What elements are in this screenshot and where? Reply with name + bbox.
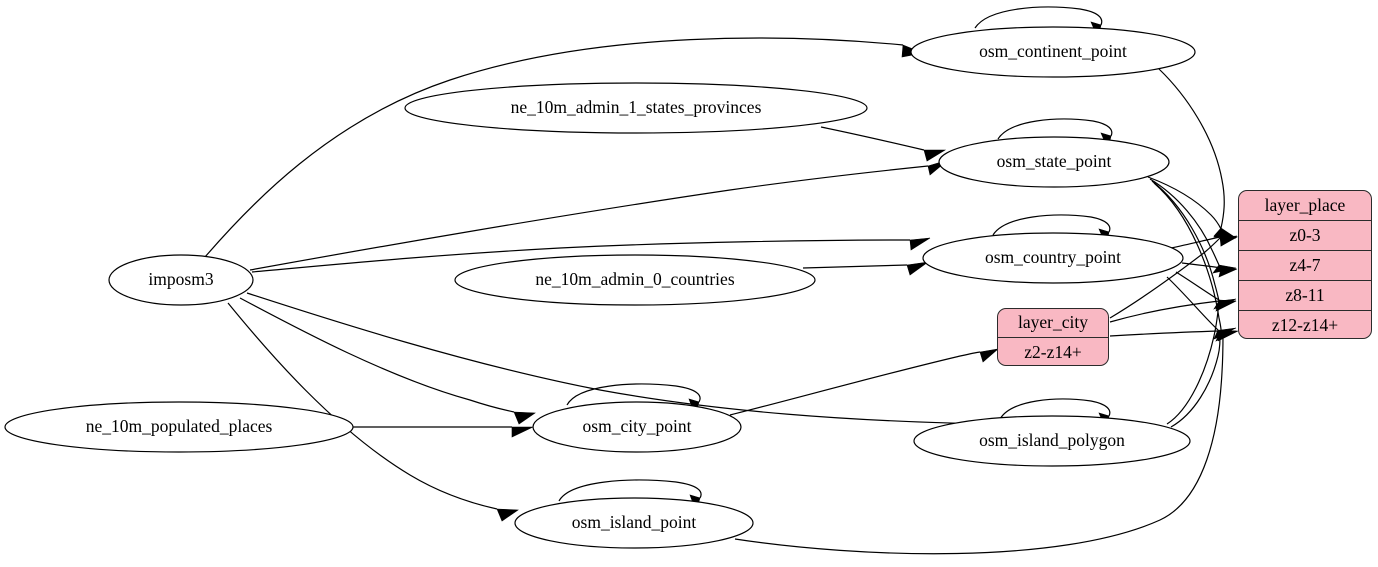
edge-ne-states-to-osm-state-point (820, 126, 925, 151)
node-osm-island-point[interactable]: osm_island_point (514, 497, 754, 549)
osm-continent-point-label: osm_continent_point (979, 41, 1127, 61)
record-node-layer-city[interactable]: layer_city z2-z14+ (997, 308, 1109, 366)
osm-city-point-label: osm_city_point (583, 416, 692, 436)
ne-populated-label: ne_10m_populated_places (86, 416, 273, 436)
arrowhead (1220, 235, 1238, 247)
edge-self-loop-osm-island-polygon (999, 398, 1111, 420)
edge-imposm3-to-osm-state-point (249, 165, 929, 271)
edge-osm-continent-point-to-layer-place-z0-3 (1158, 68, 1225, 229)
osm-island-polygon-label: osm_island_polygon (979, 430, 1125, 450)
edge-layer-city-to-layer-place-z8-11 (1109, 300, 1220, 323)
edge-layer (204, 6, 1239, 555)
node-ne-10m-admin-0-countries[interactable]: ne_10m_admin_0_countries (454, 254, 816, 306)
arrowhead (513, 411, 536, 425)
node-osm-city-point[interactable]: osm_city_point (532, 401, 742, 453)
arrowhead (1217, 330, 1239, 342)
layer-place-row-z0-3[interactable]: z0-3 (1239, 221, 1371, 251)
edge-layer-city-to-layer-place-z12-z14 (1109, 330, 1220, 337)
edge-imposm3-to-osm-country-point (251, 239, 911, 273)
edge-osm-city-point-to-layer-city (729, 351, 981, 416)
edge-self-loop-osm-country-point (992, 214, 1111, 236)
arrowhead (923, 149, 947, 162)
node-osm-state-point[interactable]: osm_state_point (938, 136, 1170, 188)
arrowhead (906, 261, 929, 276)
arrowhead (909, 237, 931, 251)
edge-layer-city-to-layer-place-z0-3 (1109, 236, 1222, 319)
edge-osm-country-point-to-layer-place-z4-7 (1181, 262, 1222, 269)
osm-continent-point-ellipse[interactable] (910, 26, 1196, 78)
imposm3-label: imposm3 (148, 269, 213, 289)
layer-place-row-z8-11[interactable]: z8-11 (1239, 281, 1371, 311)
arrowhead (1218, 267, 1238, 278)
ne-populated-ellipse[interactable] (4, 401, 354, 453)
imposm3-ellipse[interactable] (108, 254, 254, 306)
node-ne-10m-populated-places[interactable]: ne_10m_populated_places (4, 401, 354, 453)
edge-imposm3-to-osm-island-polygon (246, 292, 986, 425)
edge-self-loop-osm-island-point (558, 479, 702, 502)
ne-states-label: ne_10m_admin_1_states_provinces (511, 97, 762, 117)
edge-self-loop-osm-continent-point (974, 6, 1103, 29)
node-osm-country-point[interactable]: osm_country_point (922, 232, 1184, 284)
ne-countries-ellipse[interactable] (454, 254, 816, 306)
ne-countries-label: ne_10m_admin_0_countries (535, 269, 734, 289)
edge-imposm3-to-osm-continent-point (204, 37, 904, 258)
arrowhead (1215, 300, 1237, 312)
edge-self-loop-osm-city-point (566, 383, 701, 406)
edge-imposm3-to-osm-city-point (239, 297, 515, 413)
arrowhead (511, 426, 534, 438)
arrowhead (979, 348, 1000, 363)
record-node-layer-place[interactable]: layer_place z0-3 z4-7 z8-11 z12-z14+ (1238, 190, 1372, 339)
node-ne-10m-admin-1-states-provinces[interactable]: ne_10m_admin_1_states_provinces (404, 82, 868, 134)
layer-place-title: layer_place (1239, 191, 1371, 221)
arrowhead (496, 508, 519, 522)
edge-self-loop-osm-state-point (997, 118, 1113, 140)
edge-osm-state-point-to-layer-place-z0-3 (1147, 176, 1222, 230)
osm-country-point-label: osm_country_point (985, 247, 1121, 267)
edge-osm-state-point-to-layer-place-z8-11 (1151, 180, 1220, 302)
edge-imposm3-to-osm-island-point (227, 302, 498, 510)
osm-state-point-label: osm_state_point (997, 151, 1112, 171)
node-osm-island-polygon[interactable]: osm_island_polygon (913, 415, 1191, 467)
edge-ne-countries-to-osm-country-point (802, 264, 908, 269)
edge-osm-country-point-to-layer-place-z8-11 (1175, 271, 1220, 301)
node-layer: imposm3 ne_10m_admin_1_states_provinces … (4, 26, 1196, 549)
node-imposm3[interactable]: imposm3 (108, 254, 254, 306)
node-osm-continent-point[interactable]: osm_continent_point (910, 26, 1196, 78)
osm-island-point-label: osm_island_point (572, 512, 697, 532)
ne-states-ellipse[interactable] (404, 82, 868, 134)
osm-city-point-ellipse[interactable] (532, 401, 742, 453)
edge-osm-country-point-to-layer-place-z12-z14 (1166, 276, 1219, 331)
edge-osm-country-point-to-layer-place-z0-3 (1170, 236, 1221, 249)
layer-place-row-z12-z14plus[interactable]: z12-z14+ (1271, 314, 1339, 335)
osm-country-point-ellipse[interactable] (922, 232, 1184, 284)
edge-osm-island-polygon-to-layer-place-z8-11 (1166, 302, 1220, 425)
edge-osm-island-point-to-layer-place-z12-z14 (734, 333, 1224, 555)
edge-osm-island-polygon-to-layer-place-z12-z14 (1170, 332, 1221, 428)
osm-island-point-ellipse[interactable] (514, 497, 754, 549)
osm-island-polygon-ellipse[interactable] (913, 415, 1191, 467)
layer-place-row-z4-7[interactable]: z4-7 (1239, 251, 1371, 281)
layer-city-row-z2-z14plus[interactable]: z2-z14+ (1024, 341, 1082, 362)
osm-state-point-ellipse[interactable] (938, 136, 1170, 188)
layer-city-title: layer_city (998, 309, 1108, 338)
edge-osm-state-point-to-layer-place-z4-7 (1149, 178, 1220, 266)
